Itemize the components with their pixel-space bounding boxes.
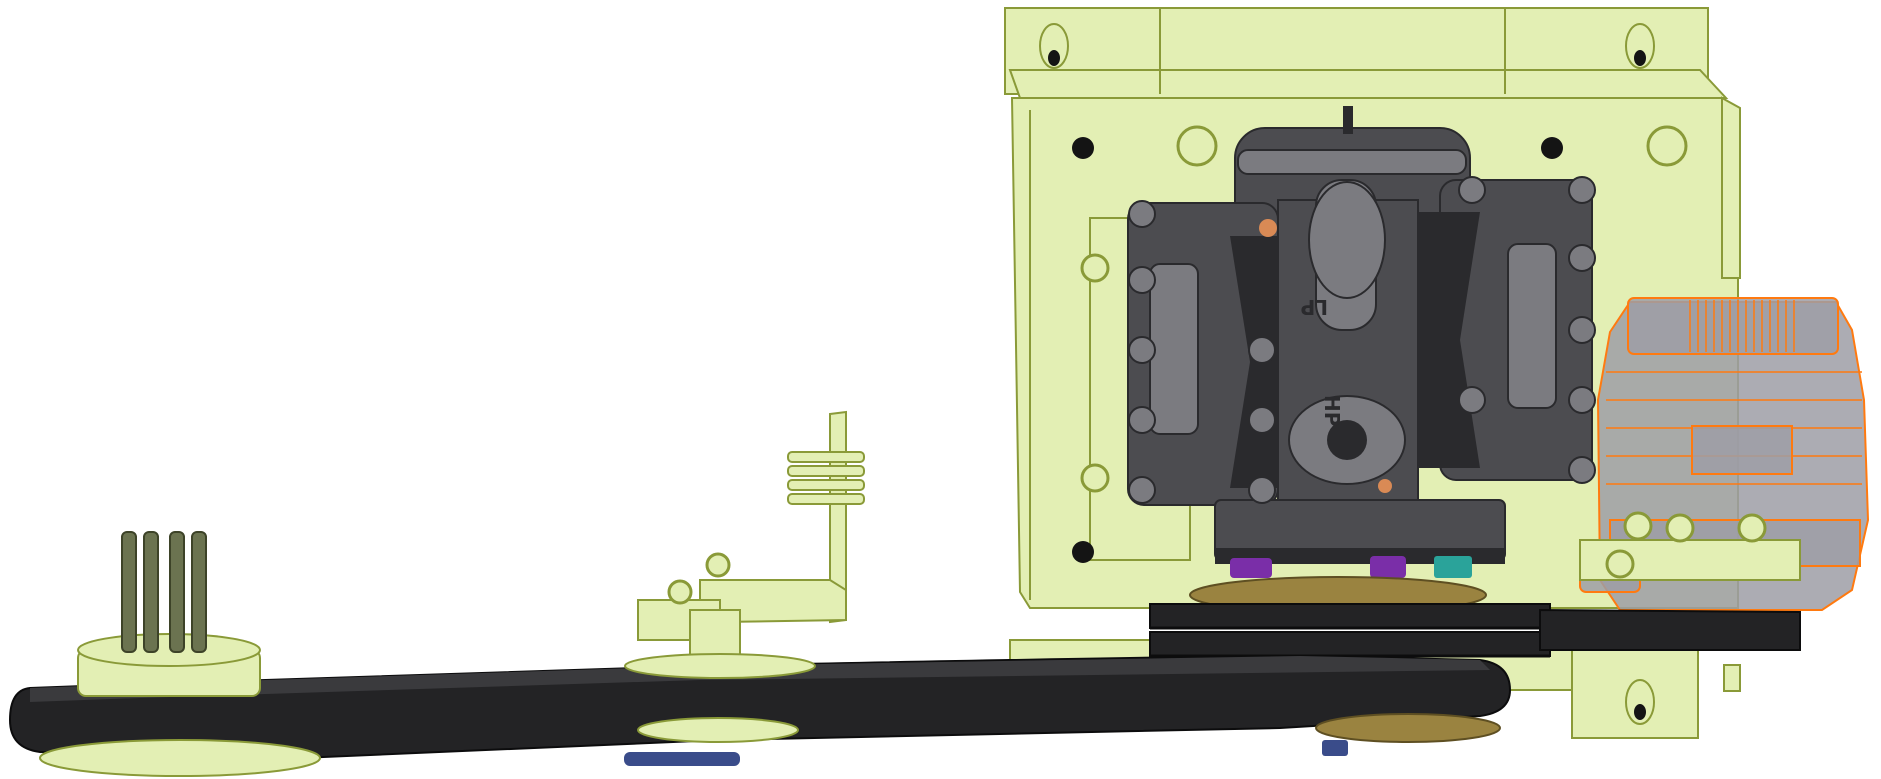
service-port-upper (1259, 219, 1277, 237)
head-bolt (1128, 406, 1156, 434)
head-bolt (1458, 386, 1486, 414)
idler-pulley-assembly (39, 531, 321, 777)
embossed-mark-upper: LP (1301, 295, 1328, 319)
head-bolt (1568, 244, 1596, 272)
head-bolt (1128, 476, 1156, 504)
tensioner-stud (1723, 664, 1741, 692)
bracket-right-rail (1721, 96, 1741, 279)
l-bracket-nut-2 (667, 579, 693, 605)
bracket-top-flange-lip (1008, 69, 1729, 99)
center-flange-upper (1308, 181, 1386, 299)
tensioner-bracket (1579, 511, 1801, 692)
head-bolt (1128, 200, 1156, 228)
bracket-slots (1039, 23, 1688, 725)
alternator-top-cap (1627, 297, 1839, 355)
idler-bottom-flange (39, 739, 321, 777)
l-bracket-foot (624, 653, 816, 679)
slot-top-left (1039, 23, 1069, 69)
clutch-coil-connector (1230, 558, 1272, 578)
head-bolt (1568, 316, 1596, 344)
idler-stud-3 (169, 531, 185, 653)
slot-lower-right (1625, 679, 1655, 725)
tensioner-nut-1 (1623, 511, 1653, 541)
center-port (1327, 420, 1367, 460)
belt-upper-run (1539, 608, 1801, 651)
left-head-panel (1149, 263, 1199, 435)
pulley-groove-1 (1149, 603, 1551, 629)
l-bracket-spacer (689, 609, 741, 661)
compressor: LP HP (1127, 106, 1596, 578)
l-bracket-nut-1 (705, 552, 731, 578)
compressor-top-band (1237, 149, 1467, 175)
embossed-mark-lower: HP (1320, 395, 1344, 426)
lower-pulley-hub (1315, 713, 1501, 743)
head-bolt (1248, 476, 1276, 504)
service-port-lower (1378, 479, 1392, 493)
right-head-panel (1507, 243, 1557, 409)
drive-belt (8, 608, 1801, 760)
pressure-switch (1434, 556, 1472, 578)
belt-top-face (30, 656, 1490, 702)
bolt-ring-top-right (1646, 125, 1688, 167)
head-bolt (1248, 406, 1276, 434)
belt-center-bolt (624, 752, 740, 766)
tensioner-nut-3 (1737, 513, 1767, 543)
head-bolt (1128, 266, 1156, 294)
compressor-base-shadow (1215, 548, 1505, 564)
alternator-regulator (1691, 425, 1793, 475)
tensioner-arm (1579, 539, 1801, 581)
head-bolt (1128, 336, 1156, 364)
head-bolt (1458, 176, 1486, 204)
head-bolt (1568, 176, 1596, 204)
lower-hub-bolt (1322, 740, 1348, 756)
compressor-pulley (1149, 576, 1551, 658)
compressor-oil-fill-stud (1343, 106, 1353, 134)
clutch-coil-connector-2 (1370, 556, 1406, 578)
head-bolt (1568, 386, 1596, 414)
hole-plate-bottom-left (1072, 541, 1094, 563)
pulley-groove-2 (1149, 631, 1551, 657)
belt-center-washer (637, 717, 799, 743)
idler-stud-1 (121, 531, 137, 653)
idler-stud-4 (191, 531, 207, 653)
idler-stud-2 (143, 531, 159, 653)
bolt-ring-left-2 (1080, 463, 1110, 493)
hole-plate-top-right (1541, 137, 1563, 159)
bolt-ring-top-mid (1176, 125, 1218, 167)
l-bracket-bolt-stack (787, 451, 865, 505)
middle-idler-bracket (624, 410, 865, 679)
tensioner-nut-2 (1665, 513, 1695, 543)
tensioner-nut-4 (1605, 549, 1635, 579)
head-bolts (1128, 176, 1596, 504)
bolt-ring-left-1 (1080, 253, 1110, 283)
head-bolt (1248, 336, 1276, 364)
head-bolt (1568, 456, 1596, 484)
hole-plate-top-left (1072, 137, 1094, 159)
slot-top-right (1625, 23, 1655, 69)
